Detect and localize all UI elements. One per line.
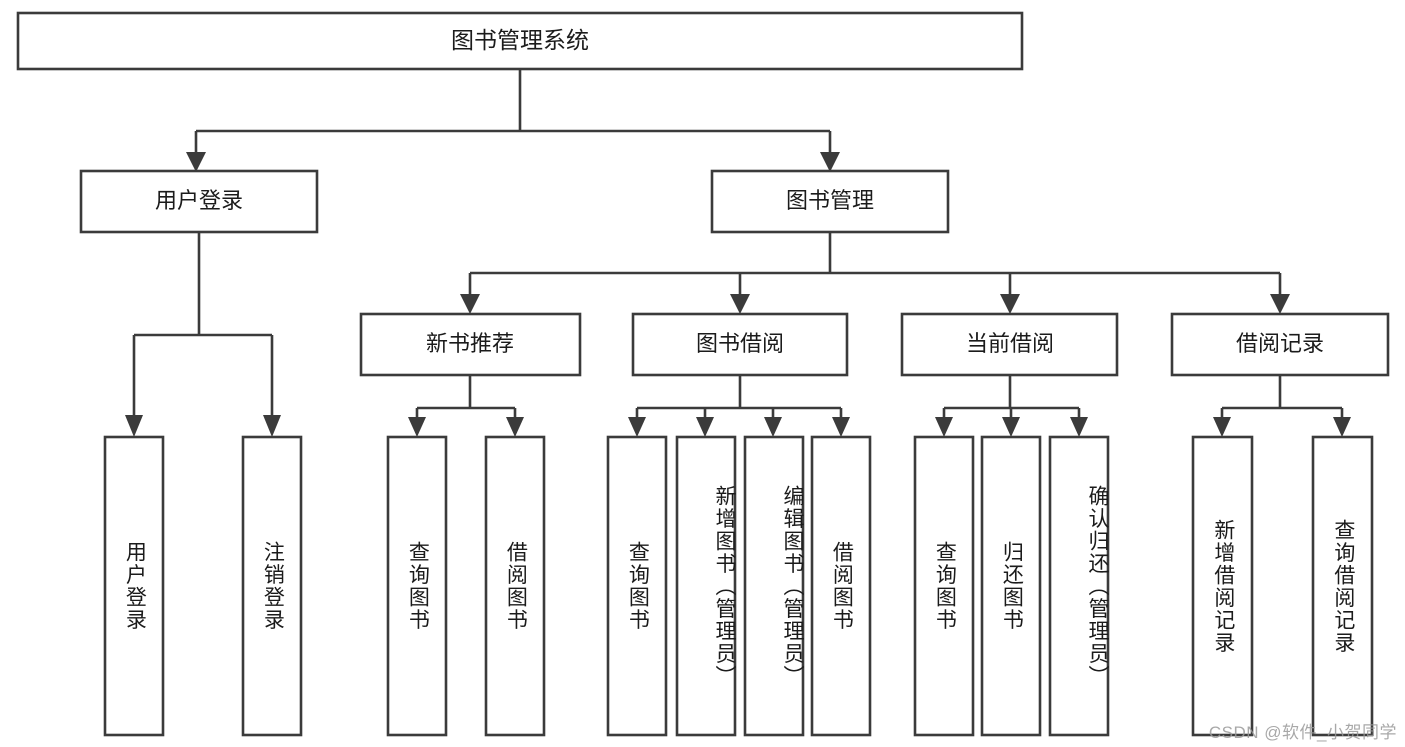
node-user-login-box[interactable] [79, 169, 319, 234]
node-current-borrow-label: 当前借阅 [966, 331, 1054, 356]
arrow-head-current-borrow [1000, 294, 1020, 314]
arrow-head-book-manage [820, 152, 840, 172]
arrow-head-newbook-leaf2 [506, 417, 524, 437]
arrow-head-currentborrow-leaf3 [1070, 417, 1088, 437]
node-user-login[interactable]: 用户登录 [79, 169, 319, 234]
arrow-head-borrowrecord-leaf2 [1333, 417, 1351, 437]
leaf-box-bb-query[interactable] [606, 435, 668, 737]
node-current-borrow[interactable]: 当前借阅 [900, 312, 1119, 377]
leaf-box-bb-edit[interactable] [743, 435, 805, 737]
arrow-head-book-borrow [730, 294, 750, 314]
leaf-box-newbook-borrow[interactable] [484, 435, 546, 737]
node-new-book-recommend-label: 新书推荐 [426, 331, 514, 356]
node-borrow-record-box[interactable] [1170, 312, 1390, 377]
node-borrow-record-label: 借阅记录 [1236, 331, 1324, 356]
node-new-book-recommend-box[interactable] [359, 312, 582, 377]
arrow-head-borrow-record [1270, 294, 1290, 314]
node-root-book-management-system[interactable]: 图书管理系统 [16, 11, 1024, 71]
leaf-box-user-login[interactable] [103, 435, 165, 737]
leaf-box-bb-borrow[interactable] [810, 435, 872, 737]
arrow-head-newbook-leaf1 [408, 417, 426, 437]
csdn-watermark: CSDN @软件_小贺同学 [1208, 723, 1397, 742]
arrow-head-bookborrow-leaf2 [696, 417, 714, 437]
node-book-borrow-box[interactable] [631, 312, 849, 377]
arrow-head-currentborrow-leaf2 [1002, 417, 1020, 437]
node-current-borrow-box[interactable] [900, 312, 1119, 377]
node-user-login-label: 用户登录 [155, 188, 243, 213]
leaf-box-cb-confirm[interactable] [1048, 435, 1110, 737]
arrow-head-bookborrow-leaf4 [832, 417, 850, 437]
leaf-box-cb-return[interactable] [980, 435, 1042, 737]
node-book-management-box[interactable] [710, 169, 950, 234]
node-book-management[interactable]: 图书管理 [710, 169, 950, 234]
leaf-box-newbook-query[interactable] [386, 435, 448, 737]
node-borrow-record[interactable]: 借阅记录 [1170, 312, 1390, 377]
leaf-box-cb-query[interactable] [913, 435, 975, 737]
node-root-label: 图书管理系统 [451, 27, 589, 53]
node-book-borrow[interactable]: 图书借阅 [631, 312, 849, 377]
arrow-head-bookborrow-leaf1 [628, 417, 646, 437]
leaf-box-bb-add[interactable] [675, 435, 737, 737]
arrow-head-borrowrecord-leaf1 [1213, 417, 1231, 437]
leaf-box-br-query[interactable] [1311, 435, 1374, 737]
arrow-head-new-book [460, 294, 480, 314]
arrow-head-currentborrow-leaf1 [935, 417, 953, 437]
arrow-head-leaf-logout [263, 415, 281, 437]
node-new-book-recommend[interactable]: 新书推荐 [359, 312, 582, 377]
leaf-box-br-add[interactable] [1191, 435, 1254, 737]
arrow-head-user-login [186, 152, 206, 172]
node-layer: 图书管理系统 用户登录 图书管理 新书推荐 图书借阅 当前 [16, 11, 1390, 737]
arrow-head-leaf-user-login [125, 415, 143, 437]
connector-layer [125, 69, 1351, 437]
node-root-box[interactable] [16, 11, 1024, 71]
node-book-management-label: 图书管理 [786, 188, 874, 213]
arrow-head-bookborrow-leaf3 [764, 417, 782, 437]
leaf-box-logout[interactable] [241, 435, 303, 737]
node-book-borrow-label: 图书借阅 [696, 331, 784, 356]
